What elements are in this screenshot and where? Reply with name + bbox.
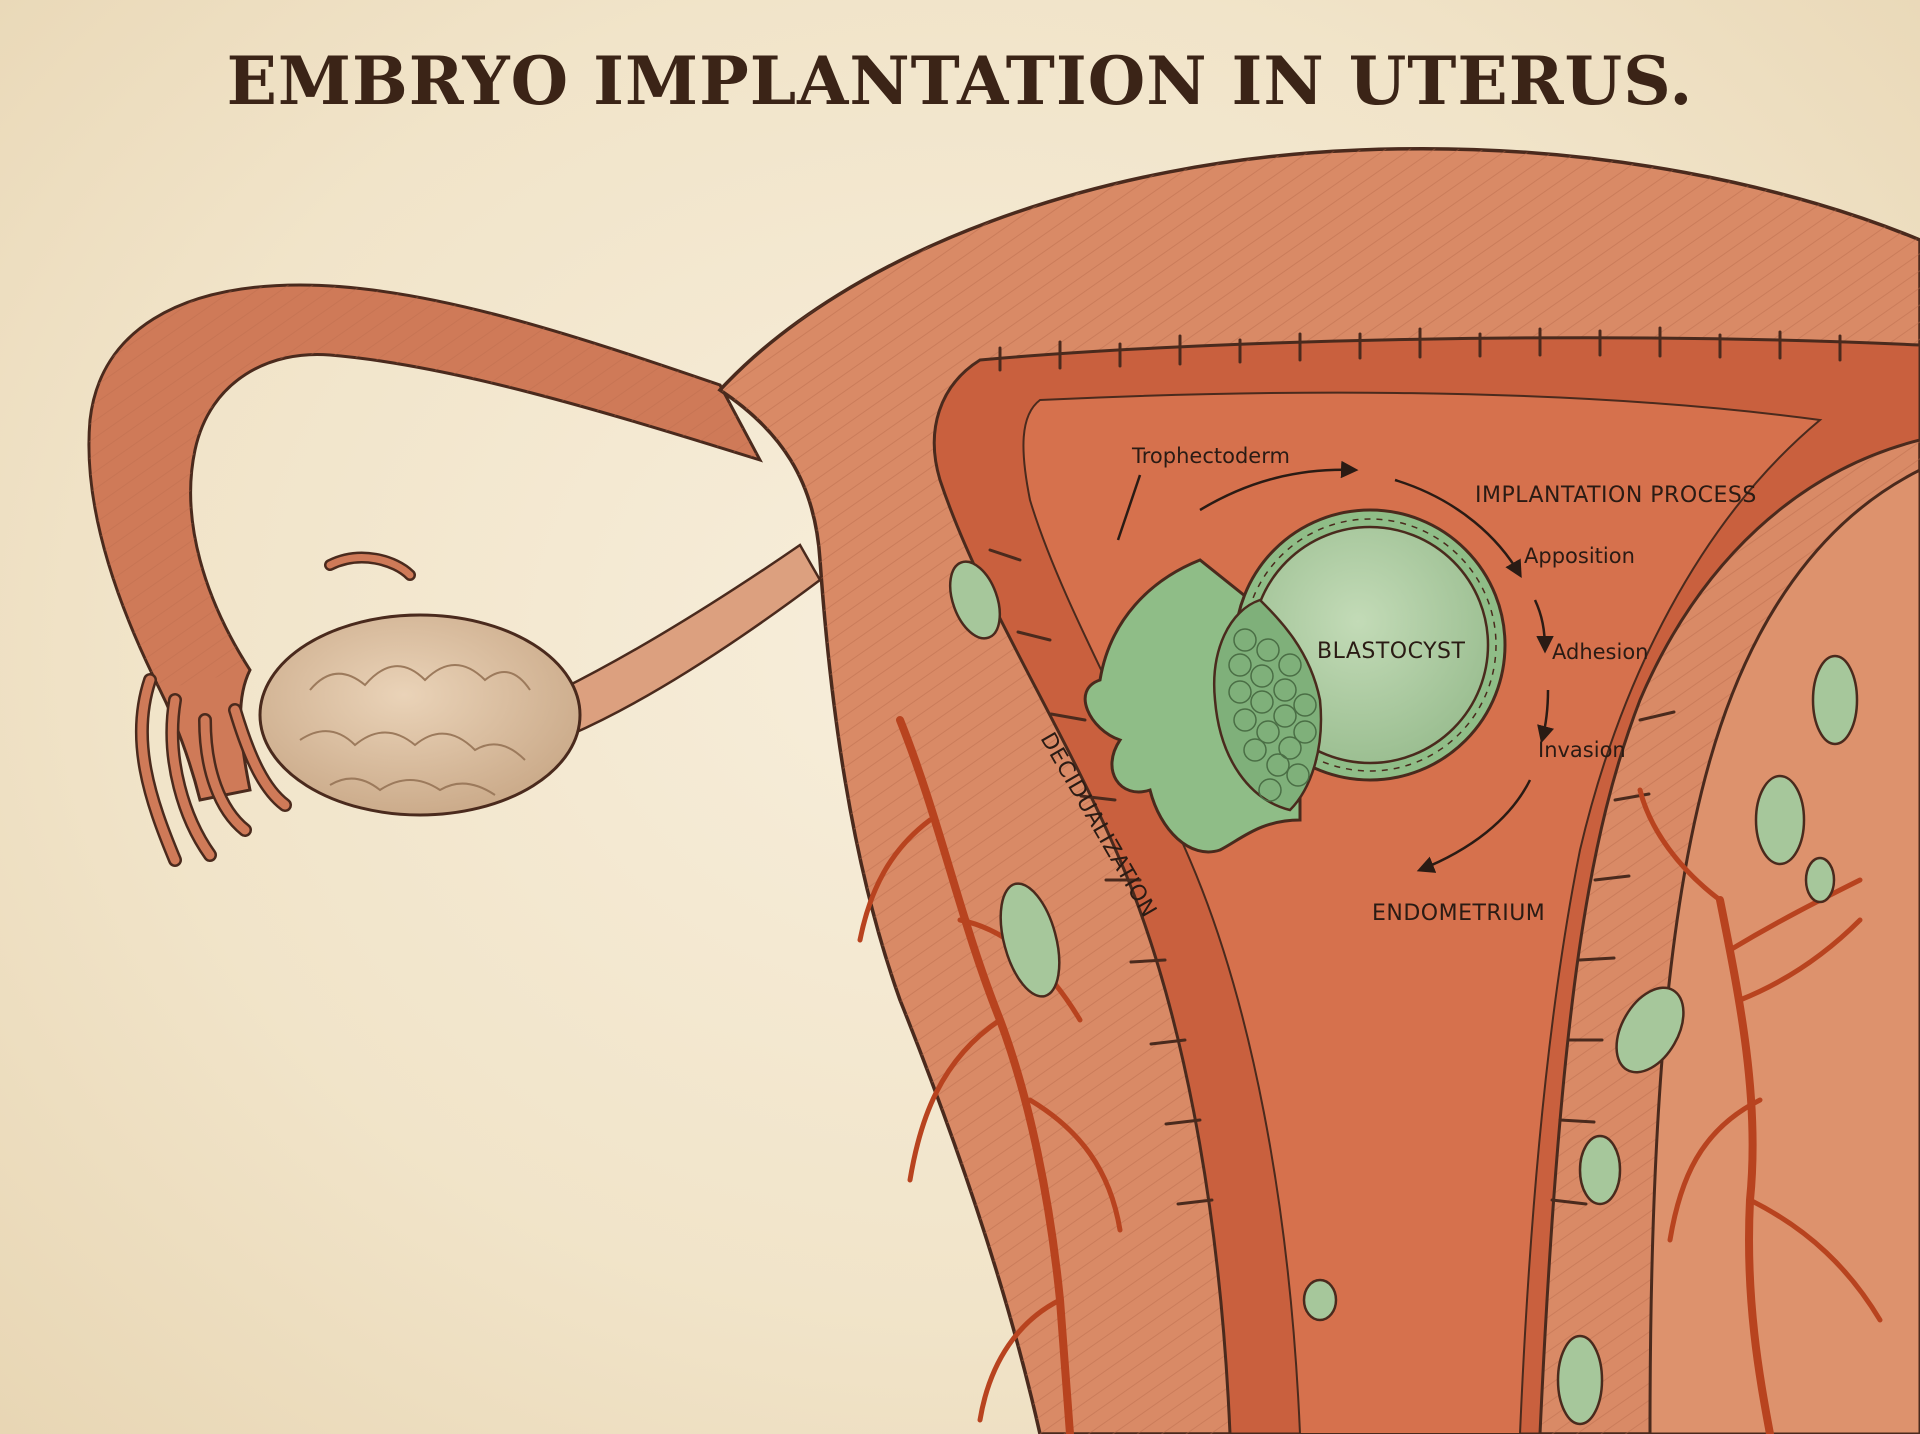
label-invasion: Invasion	[1538, 738, 1626, 762]
ovarian-ligament	[558, 543, 822, 737]
decidual-glands	[948, 560, 1859, 1426]
arrow-to-invasion	[1537, 689, 1555, 744]
label-adhesion: Adhesion	[1552, 640, 1649, 664]
blastocyst	[1083, 508, 1507, 854]
arrow-to-adhesion	[1533, 599, 1554, 654]
arrow-to-apposition	[1394, 478, 1522, 579]
label-endometrium: ENDOMETRIUM	[1372, 901, 1545, 926]
process-arrows	[1116, 460, 1555, 873]
label-blastocyst: BLASTOCYST	[1317, 639, 1466, 664]
label-implantation-process: IMPLANTATION PROCESS	[1475, 483, 1757, 508]
trophectoderm-leader	[1116, 474, 1142, 541]
arrow-top	[1199, 460, 1359, 512]
label-trophectoderm: Trophectoderm	[1131, 444, 1290, 468]
label-apposition: Apposition	[1524, 544, 1635, 568]
arrow-to-endometrium	[1416, 779, 1532, 873]
fallopian-tube	[87, 283, 764, 867]
ovary	[258, 613, 582, 817]
page-title: EMBRYO IMPLANTATION IN UTERUS.	[226, 42, 1694, 120]
